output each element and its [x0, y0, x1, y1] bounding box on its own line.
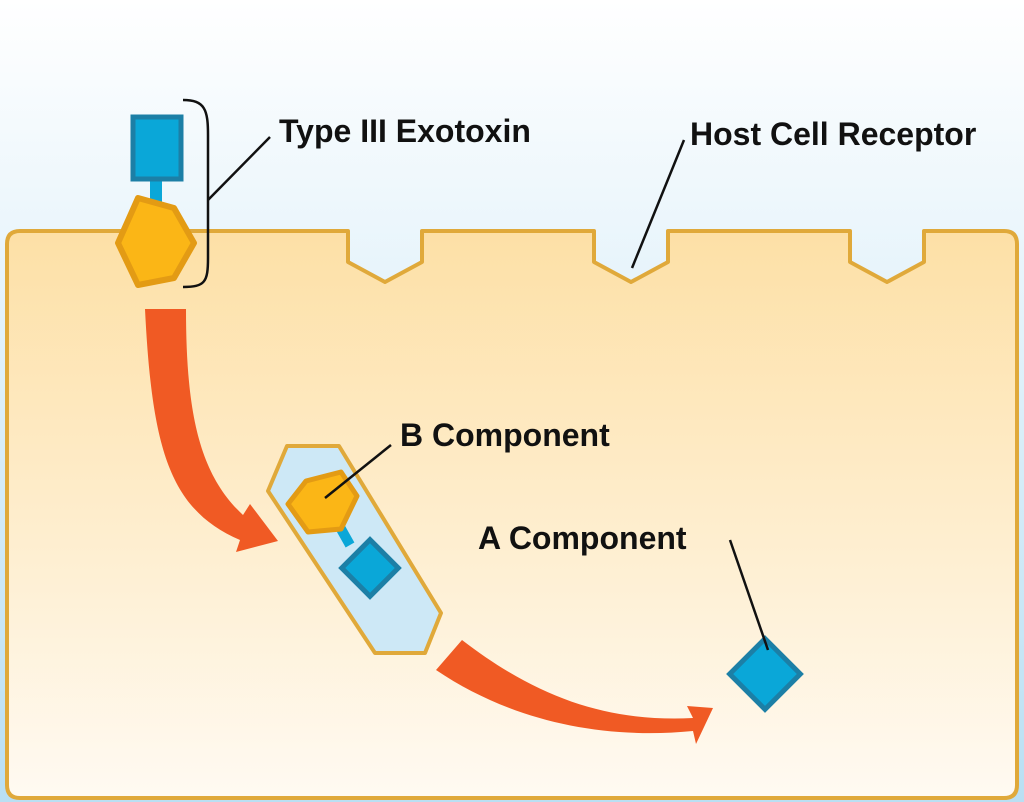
b-component-hexagon — [115, 195, 197, 288]
internalization-arrow — [145, 309, 278, 552]
toxin-bracket — [182, 98, 210, 289]
toxin-linker — [150, 175, 162, 203]
a-component-square — [130, 114, 184, 182]
b-component-leader-line — [324, 444, 392, 499]
receptor-leader-line — [630, 139, 686, 269]
release-arrow — [436, 640, 713, 744]
label-type-iii-exotoxin: Type III Exotoxin — [279, 113, 531, 149]
toxin-leader-line — [207, 136, 271, 201]
label-b-component: B Component — [400, 417, 610, 453]
a-component-leader-line — [728, 539, 770, 651]
endosome-a-component — [338, 536, 402, 600]
label-a-component: A Component — [478, 520, 687, 556]
free-a-component — [726, 635, 804, 713]
type-iii-exotoxin — [115, 114, 197, 288]
label-host-cell-receptor: Host Cell Receptor — [690, 116, 976, 152]
